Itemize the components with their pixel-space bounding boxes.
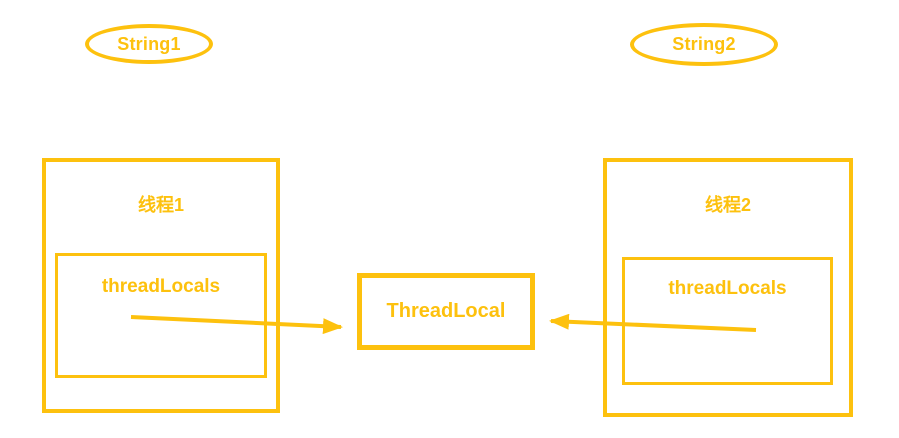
string1-label: String1 [117, 33, 181, 54]
thread2-threadlocals-box: threadLocals [622, 257, 833, 385]
threadlocal-label: ThreadLocal [386, 300, 506, 322]
thread1-title: 线程1 [137, 195, 184, 215]
thread2-box: 线程2 [603, 158, 853, 417]
threadlocal-box: ThreadLocal [357, 273, 535, 350]
string2-label: String2 [672, 34, 736, 54]
string2-ellipse: String2 [630, 23, 778, 66]
thread1-threadlocals-box: threadLocals [55, 253, 267, 378]
string1-ellipse: String1 [85, 24, 213, 64]
thread2-title: 线程2 [704, 195, 751, 215]
thread1-box: 线程1 [42, 158, 280, 413]
thread1-threadlocals-label: threadLocals [101, 276, 221, 297]
thread2-threadlocals-label: threadLocals [668, 278, 787, 299]
